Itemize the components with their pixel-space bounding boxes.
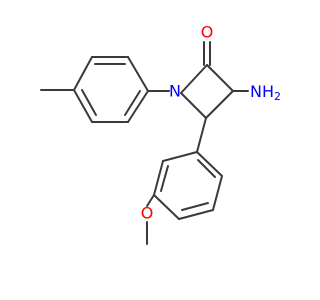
bond-c4-to-methoxyphenyl: [196, 117, 207, 153]
tolyl-inner-bond-3: [124, 90, 141, 116]
molecule-structure: O NH2 N O: [40, 23, 281, 245]
methoxyphenyl-inner-bond-3: [160, 165, 169, 192]
carbonyl-oxygen-label: O: [201, 23, 214, 42]
bond-carbonyl-carbon-to-c3: [206, 64, 234, 92]
beta-lactam-ring: [180, 64, 234, 119]
bond-ring-to-ether-oxygen: [146, 194, 155, 207]
methoxyphenyl-bond-4: [153, 194, 180, 220]
tolyl-inner-bond-2: [81, 89, 97, 116]
methoxyphenyl-bond-6: [162, 151, 198, 162]
tolyl-bond-4: [73, 89, 93, 123]
tolyl-bond-3: [73, 56, 93, 91]
amino-nh-text: NH: [250, 82, 274, 101]
methoxyphenyl-bond-5: [153, 160, 164, 196]
methoxyphenyl-bond-2: [212, 175, 223, 211]
tolyl-ring: [73, 56, 149, 123]
methoxyphenyl-inner-bond-1: [197, 159, 216, 178]
methoxyphenyl-bond-3: [178, 209, 214, 220]
bond-c3-to-c4: [205, 90, 234, 119]
amino-subscript-text: 2: [274, 90, 281, 103]
carbonyl-double-bond: [203, 41, 211, 66]
ether-oxygen-label: O: [141, 204, 154, 223]
methoxyphenyl-bond-1: [196, 151, 223, 177]
bond-c4-to-n: [180, 92, 207, 119]
methoxyphenyl-ring: [153, 151, 223, 220]
tolyl-bond-6: [127, 90, 149, 123]
methoxyphenyl-inner-bond-2: [181, 202, 209, 211]
tolyl-bond-1: [127, 56, 149, 92]
amino-group-label: NH2: [250, 82, 281, 103]
ring-nitrogen-label: N: [169, 82, 181, 101]
bond-n-to-carbonyl-carbon: [180, 64, 208, 94]
